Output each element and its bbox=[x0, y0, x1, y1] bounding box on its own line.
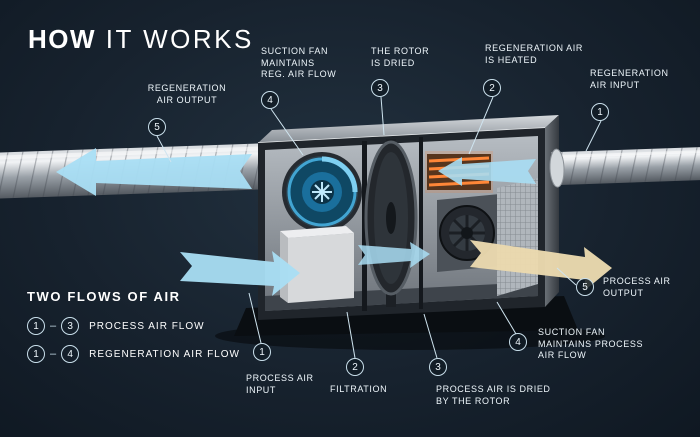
callout-label-process-output: PROCESS AIR OUTPUT bbox=[603, 276, 671, 298]
divider-right bbox=[419, 137, 423, 309]
regen-output-arrow bbox=[56, 148, 252, 196]
callout-circle-regen-input: 1 bbox=[591, 103, 609, 121]
filter-box bbox=[280, 226, 354, 303]
callout-lines bbox=[156, 96, 602, 359]
callout-label-rotor-dried: THE ROTOR IS DRIED bbox=[371, 46, 430, 68]
legend-row-regeneration: 1 – 4 REGENERATION AIR FLOW bbox=[27, 345, 240, 363]
callout-circle-process-dried: 3 bbox=[429, 358, 447, 376]
legend-circle-start: 1 bbox=[27, 317, 45, 335]
page-title: HOW IT WORKS bbox=[28, 24, 254, 55]
mesh-panel bbox=[497, 178, 538, 296]
callout-circle-suction-reg: 4 bbox=[261, 91, 279, 109]
legend-dash: – bbox=[50, 320, 57, 332]
process-input-arrow bbox=[180, 251, 300, 296]
legend-circle-start: 1 bbox=[27, 345, 45, 363]
title-word-light: IT WORKS bbox=[96, 24, 254, 54]
callout-circle-regen-output: 5 bbox=[148, 118, 166, 136]
callout-label-regen-heated: REGENERATION AIR IS HEATED bbox=[485, 43, 583, 65]
legend-dash: – bbox=[50, 348, 57, 360]
regen-input-arrow bbox=[438, 157, 536, 186]
right-duct bbox=[549, 146, 700, 188]
callout-circle-suction-process: 4 bbox=[509, 333, 527, 351]
title-word-bold: HOW bbox=[28, 24, 97, 54]
callout-label-process-input: PROCESS AIR INPUT bbox=[246, 373, 314, 395]
divider-left bbox=[362, 141, 367, 311]
legend-circle-end: 3 bbox=[61, 317, 80, 335]
callout-label-regen-input: REGENERATION AIR INPUT bbox=[590, 68, 669, 90]
legend-title: TWO FLOWS OF AIR bbox=[27, 289, 181, 304]
callout-circle-filtration: 2 bbox=[346, 358, 364, 376]
callout-label-filtration: FILTRATION bbox=[330, 384, 388, 394]
legend-row-process: 1 – 3 PROCESS AIR FLOW bbox=[27, 317, 240, 335]
callout-circle-process-input: 1 bbox=[253, 343, 271, 361]
legend-circle-end: 4 bbox=[61, 345, 80, 363]
regeneration-fan bbox=[282, 152, 362, 232]
callout-label-regen-output: REGENERATION AIR OUTPUT bbox=[147, 83, 227, 105]
callout-label-suction-reg: SUCTION FAN MAINTAINS REG. AIR FLOW bbox=[261, 46, 337, 79]
callout-circle-rotor-dried: 3 bbox=[371, 79, 389, 97]
callout-circle-regen-heated: 2 bbox=[483, 79, 501, 97]
process-output-arrow bbox=[470, 240, 612, 291]
callout-circle-process-output: 5 bbox=[576, 278, 594, 296]
callout-label-process-dried: PROCESS AIR IS DRIED BY THE ROTOR bbox=[436, 384, 551, 406]
rotor-flow-arrow bbox=[358, 242, 430, 268]
legend-label-process: PROCESS AIR FLOW bbox=[89, 320, 205, 332]
callout-label-suction-process: SUCTION FAN MAINTAINS PROCESS AIR FLOW bbox=[538, 327, 644, 360]
air-flow-arrows bbox=[56, 148, 612, 296]
legend: TWO FLOWS OF AIR 1 – 3 PROCESS AIR FLOW … bbox=[27, 289, 240, 373]
legend-label-regeneration: REGENERATION AIR FLOW bbox=[89, 348, 240, 360]
